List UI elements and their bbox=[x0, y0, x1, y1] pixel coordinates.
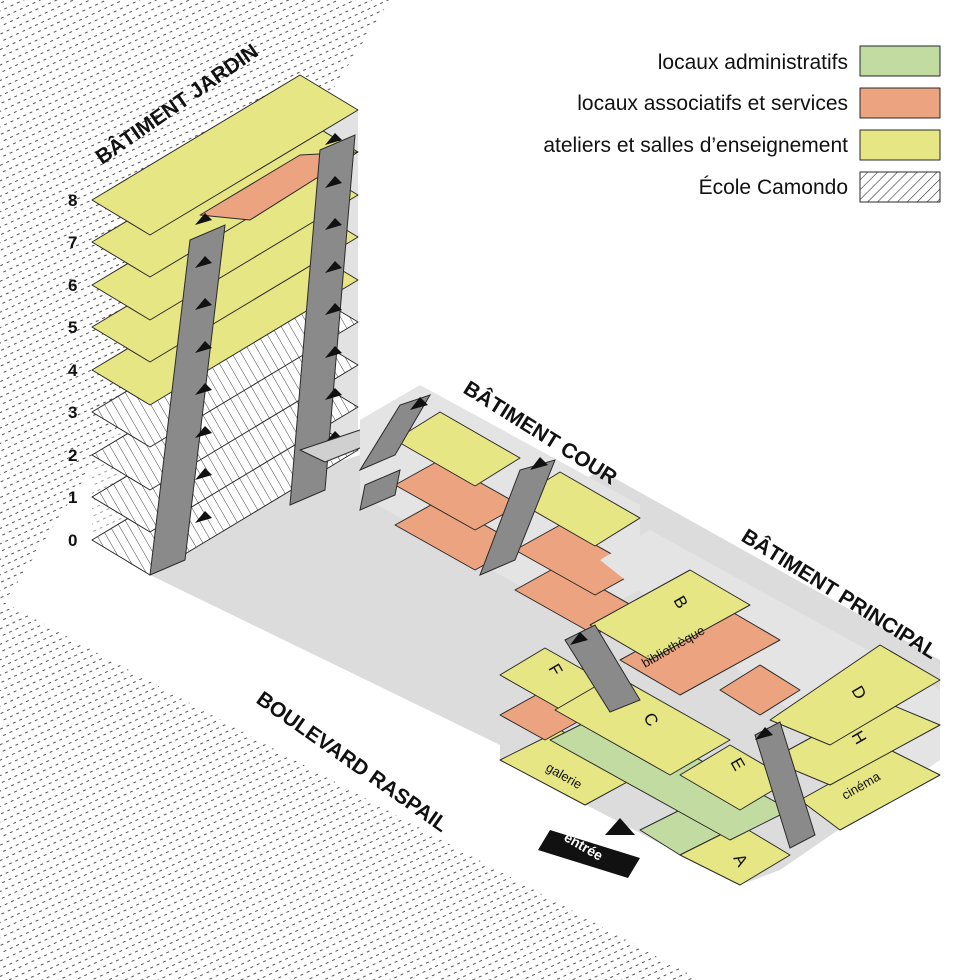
legend-label-assoc: locaux associatifs et services bbox=[577, 92, 848, 115]
batiment-jardin bbox=[91, 74, 359, 576]
principal-block-D bbox=[769, 644, 941, 746]
texture-bottom bbox=[0, 600, 700, 980]
legend-label-admin: locaux administratifs bbox=[658, 51, 848, 74]
floor-number-5: 5 bbox=[68, 318, 77, 337]
cour-stair-left bbox=[358, 394, 432, 511]
legend-swatch-camondo bbox=[859, 171, 941, 203]
legend-swatch-assoc bbox=[859, 87, 941, 119]
legend-swatch-ateliers bbox=[859, 129, 941, 161]
floor-number-6: 6 bbox=[68, 276, 77, 295]
jardin-roof bbox=[91, 74, 359, 236]
cour-top-left bbox=[394, 411, 521, 487]
principal-stair-right bbox=[754, 721, 816, 849]
floor-number-4: 4 bbox=[68, 361, 78, 380]
entrance-badge bbox=[538, 830, 640, 878]
floor-number-2: 2 bbox=[68, 446, 77, 465]
legend-swatch-admin bbox=[859, 45, 941, 77]
batiment-cour bbox=[358, 385, 641, 636]
entrance-arrow-icon bbox=[605, 818, 635, 835]
floor-number-3: 3 bbox=[68, 403, 77, 422]
floor-number-8: 8 bbox=[68, 191, 77, 210]
principal-service-block bbox=[719, 664, 801, 716]
floor-number-1: 1 bbox=[68, 488, 77, 507]
entrance-marker: entrée bbox=[538, 818, 640, 878]
floor-number-7: 7 bbox=[68, 233, 77, 252]
floor-number-0: 0 bbox=[68, 531, 77, 550]
legend-label-ateliers: ateliers et salles d’enseignement bbox=[543, 134, 848, 157]
principal-stair-left bbox=[564, 624, 641, 713]
legend: locaux administratifs locaux associatifs… bbox=[543, 45, 941, 203]
batiment-principal bbox=[499, 530, 941, 886]
jardin-stair-right bbox=[289, 133, 356, 506]
floor-numbers: 8 7 6 5 4 3 2 1 0 bbox=[68, 191, 78, 550]
cour-stair-right bbox=[479, 457, 556, 576]
jardin-stair-left bbox=[149, 213, 226, 576]
legend-label-camondo: École Camondo bbox=[699, 176, 848, 199]
principal-block-B bbox=[589, 569, 751, 661]
